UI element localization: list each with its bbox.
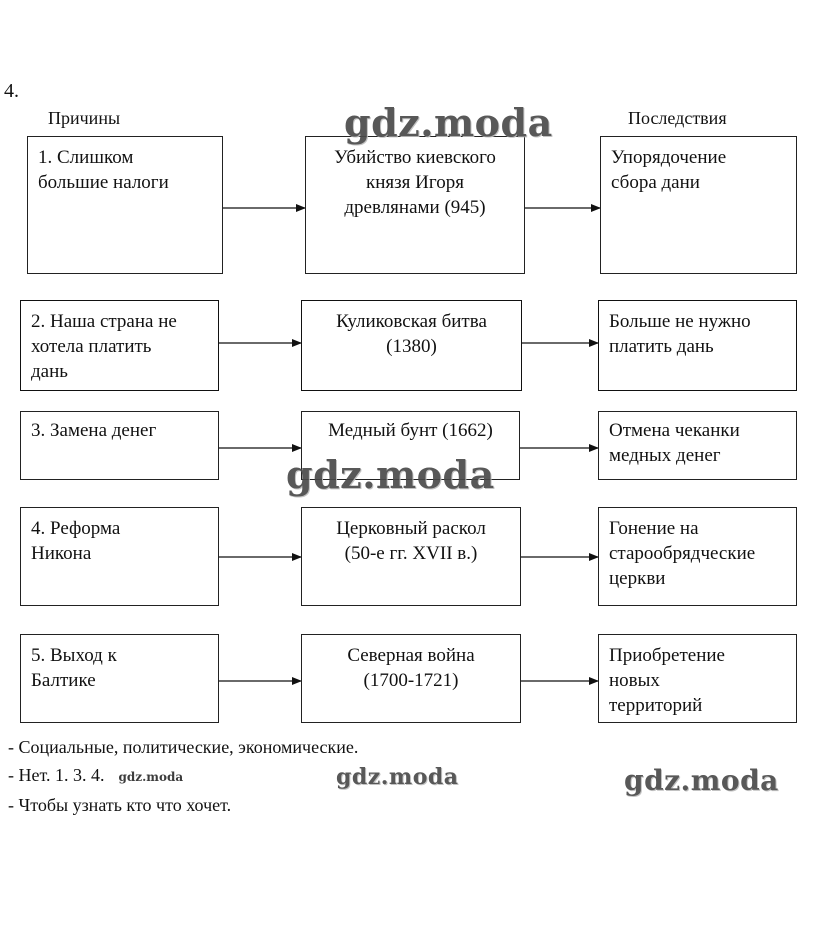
event-box-3: Медный бунт (1662): [301, 411, 520, 480]
answer-1: - Социальные, политические, экономически…: [8, 737, 359, 757]
consequence-box-1: Упорядочение сбора дани: [600, 136, 797, 274]
answer-2-line: - Нет. 1. 3. 4. gdz.moda: [8, 761, 358, 791]
header-consequences: Последствия: [628, 108, 727, 128]
answer-3: - Чтобы узнать кто что хочет.: [8, 795, 232, 815]
consequence-box-3: Отмена чеканки медных денег: [598, 411, 797, 480]
cause-box-2: 2. Наша страна не хотела платить дань: [20, 300, 219, 391]
cause-box-4: 4. Реформа Никона: [20, 507, 219, 606]
event-box-5: Северная война (1700-1721): [301, 634, 521, 723]
watermark-middle: gdz.moda: [286, 452, 495, 497]
watermark-bottom-center: gdz.moda: [336, 764, 459, 790]
consequence-box-4: Гонение на старообрядческие церкви: [598, 507, 797, 606]
watermark-bottom-right: gdz.moda: [624, 764, 779, 797]
cause-box-5: 5. Выход к Балтике: [20, 634, 219, 723]
event-box-1: Убийство киевского князя Игоря древлянам…: [305, 136, 525, 274]
answers-block: - Социальные, политические, экономически…: [8, 733, 358, 819]
watermark-top: gdz.moda: [344, 100, 553, 145]
consequence-box-2: Больше не нужно платить дань: [598, 300, 797, 391]
consequence-box-5: Приобретение новых территорий: [598, 634, 797, 723]
event-box-4: Церковный раскол (50-е гг. XVII в.): [301, 507, 521, 606]
cause-box-3: 3. Замена денег: [20, 411, 219, 480]
answer-2: - Нет. 1. 3. 4.: [8, 765, 105, 785]
cause-box-1: 1. Слишком большие налоги: [27, 136, 223, 274]
watermark-small: gdz.moda: [118, 770, 184, 784]
task-number: 4.: [4, 80, 19, 102]
header-causes: Причины: [48, 108, 121, 128]
event-box-2: Куликовская битва (1380): [301, 300, 522, 391]
